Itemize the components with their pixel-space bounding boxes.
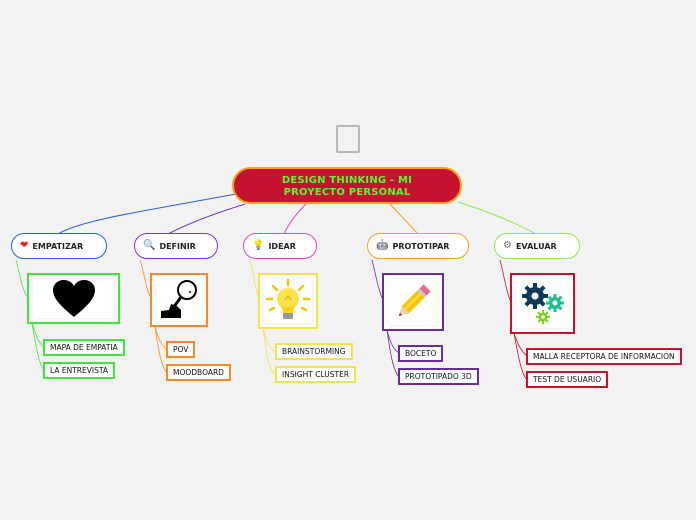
root-topic[interactable]: DESIGN THINKING - MI PROYECTO PERSONAL xyxy=(232,167,462,204)
leaf-label: MALLA RECEPTORA DE INFORMACIÓN xyxy=(533,352,675,361)
leaf-pov[interactable]: POV xyxy=(166,341,196,358)
lightbulb-image xyxy=(265,278,311,319)
leaf-label: TEST DE USUARIO xyxy=(533,375,602,384)
leaf-label: POV xyxy=(173,345,189,354)
branch-label: PROTOTIPAR xyxy=(392,241,450,251)
leaf-malla-receptora[interactable]: MALLA RECEPTORA DE INFORMACIÓN xyxy=(526,348,682,365)
lightbulb-icon: 💡 xyxy=(252,240,265,251)
leaf-label: INSIGHT CLUSTER xyxy=(282,370,350,379)
evaluar-image[interactable] xyxy=(510,273,575,334)
pencil-image xyxy=(398,284,431,317)
heart-icon: ❤ xyxy=(20,240,29,251)
branch-label: IDEAR xyxy=(268,241,296,251)
leaf-label: PROTOTIPADO 3D xyxy=(405,372,472,381)
idear-image[interactable] xyxy=(258,273,318,329)
leaf-la-entrevista[interactable]: LA ENTREVISTA xyxy=(43,362,115,379)
root-title-line2: PROYECTO PERSONAL xyxy=(283,187,411,198)
prototipar-image[interactable] xyxy=(382,273,444,331)
leaf-brainstorming[interactable]: BRAINSTORMING xyxy=(275,343,353,360)
leaf-insight-cluster[interactable]: INSIGHT CLUSTER xyxy=(275,366,357,383)
branch-label: EVALUAR xyxy=(515,241,557,251)
branch-label: DEFINIR xyxy=(159,241,196,251)
gear-icon: ⚙ xyxy=(503,240,512,251)
hand-magnifier-image xyxy=(161,280,197,318)
leaf-mapa-de-empatia[interactable]: MAPA DE EMPATIA xyxy=(43,339,125,356)
branch-evaluar[interactable]: ⚙ EVALUAR xyxy=(494,233,580,259)
branch-prototipar[interactable]: 🤖 PROTOTIPAR xyxy=(367,233,469,259)
robot-icon: 🤖 xyxy=(376,240,389,251)
magnifier-icon: 🔍 xyxy=(143,240,156,251)
empatizar-image[interactable] xyxy=(27,273,120,324)
leaf-label: MOODBOARD xyxy=(173,368,224,377)
leaf-label: LA ENTREVISTA xyxy=(50,366,108,375)
leaf-test-de-usuario[interactable]: TEST DE USUARIO xyxy=(526,371,609,388)
leaf-prototipado-3d[interactable]: PROTOTIPADO 3D xyxy=(398,368,479,385)
branch-label: EMPATIZAR xyxy=(32,241,84,251)
leaf-label: BRAINSTORMING xyxy=(282,347,346,356)
branch-empatizar[interactable]: ❤ EMPATIZAR xyxy=(11,233,107,259)
missing-glyph-icon xyxy=(336,125,360,153)
gears-image xyxy=(521,282,564,324)
heart-image xyxy=(52,279,95,317)
leaf-label: BOCETO xyxy=(405,349,437,358)
definir-image[interactable] xyxy=(150,273,208,327)
leaf-label: MAPA DE EMPATIA xyxy=(50,343,118,352)
branch-idear[interactable]: 💡 IDEAR xyxy=(243,233,317,259)
leaf-moodboard[interactable]: MOODBOARD xyxy=(166,364,231,381)
leaf-boceto[interactable]: BOCETO xyxy=(398,345,444,362)
branch-definir[interactable]: 🔍 DEFINIR xyxy=(134,233,218,259)
root-title-line1: DESIGN THINKING - MI xyxy=(281,175,413,186)
